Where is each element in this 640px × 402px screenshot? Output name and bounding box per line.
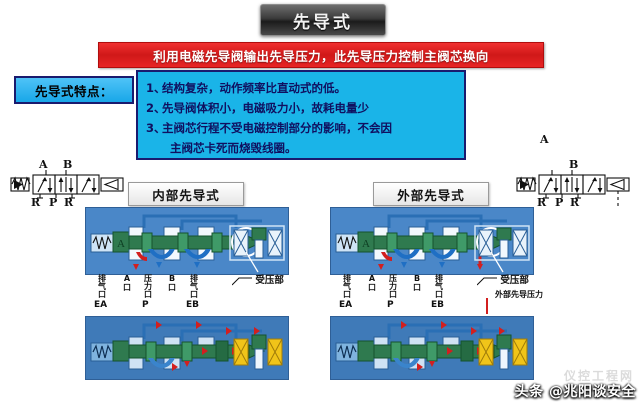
valve-symbol-left-label-a: A — [39, 158, 48, 171]
external-pilot-pressure-callout: 外部先导压力 — [495, 290, 543, 299]
page-title: 先导式 — [260, 4, 386, 36]
external-pressure-chamber-text: 受压部 — [500, 275, 529, 286]
features-list-box: 1、 结构复杂，动作频率比直动式的低。 2、 先导阀体积小，电磁吸力小，故耗电量… — [136, 70, 466, 160]
external-port-code-p: P — [387, 300, 394, 310]
external-port-label-ea: 排气口 — [342, 274, 352, 298]
features-label-box: 先导式特点： — [14, 76, 134, 104]
external-pilot-energized-panel — [330, 316, 534, 380]
internal-pilot-deenergized-panel: A — [85, 207, 289, 275]
section-heading-external: 外部先导式 — [373, 182, 489, 206]
valve-symbol-left-label-b: B — [63, 158, 73, 171]
feature-item: 2、 先导阀体积小，电磁吸力小，故耗电量少 — [146, 98, 460, 118]
internal-pressure-chamber-text: 受压部 — [255, 275, 284, 286]
section-heading-internal-text: 内部先导式 — [152, 187, 220, 203]
valve-symbol-left-label-p: P — [49, 196, 58, 209]
section-heading-internal: 内部先导式 — [128, 182, 244, 206]
external-port-code-ea: EA — [339, 300, 353, 310]
svg-text:A: A — [117, 238, 125, 250]
internal-port-label-b: B口 — [167, 274, 177, 291]
external-pilot-pressure-leader — [486, 298, 488, 314]
feature-item-text: 结构复杂，动作频率比直动式的低。 — [162, 81, 346, 95]
internal-pilot-deenergized-svg: A — [86, 208, 288, 274]
section-heading-external-text: 外部先导式 — [397, 187, 465, 203]
internal-port-label-ea: 排气口 — [97, 274, 107, 298]
valve-symbol-right-label-r1: R — [537, 196, 547, 209]
internal-port-code-p: P — [142, 300, 149, 310]
external-port-code-eb: EB — [431, 300, 445, 310]
description-banner-text: 利用电磁先导阀输出先导压力，此先导压力控制主阀芯换向 — [153, 48, 489, 64]
valve-symbol-right-svg — [516, 170, 630, 208]
external-port-label-a: A口 — [367, 274, 377, 291]
feature-item-text: 先导阀体积小，电磁吸力小，故耗电量少 — [162, 101, 369, 115]
internal-callout-leader — [231, 277, 252, 285]
feature-item: 3、 主阀芯行程不受电磁控制部分的影响，不会因 — [146, 118, 460, 138]
features-label-text: 先导式特点： — [34, 83, 113, 99]
external-port-label-p: 压力口 — [388, 274, 398, 298]
internal-port-label-a: A口 — [122, 274, 132, 291]
internal-pilot-energized-svg — [86, 317, 288, 379]
external-port-label-b: B口 — [412, 274, 422, 291]
feature-item-number: 2、 — [146, 101, 166, 115]
external-pilot-energized-svg — [331, 317, 533, 379]
valve-symbol-right-label-r2: R — [570, 196, 580, 209]
valve-symbol-right-label-b: B — [569, 158, 579, 171]
feature-item-number: 3、 — [146, 121, 166, 135]
author-credit: 头条 @兆阳谈安全 — [514, 384, 636, 400]
valve-symbol-right-label-a: A — [540, 133, 549, 146]
internal-port-code-ea: EA — [94, 300, 108, 310]
valve-symbol-left-label-r1: R — [31, 196, 41, 209]
valve-symbol-right-label-p: P — [555, 196, 564, 209]
feature-item-number: 1、 — [146, 81, 166, 95]
feature-item: 1、 结构复杂，动作频率比直动式的低。 — [146, 78, 460, 98]
valve-symbol-left: A B R P R — [6, 158, 130, 209]
svg-text:A: A — [362, 238, 370, 250]
internal-port-label-p: 压力口 — [143, 274, 153, 298]
internal-pilot-energized-panel — [85, 316, 289, 380]
external-port-label-eb: 排气口 — [434, 274, 444, 298]
description-banner: 利用电磁先导阀输出先导压力，此先导压力控制主阀芯换向 — [98, 42, 544, 68]
external-pilot-deenergized-svg: A — [331, 208, 533, 274]
valve-symbol-left-label-r2: R — [64, 196, 74, 209]
external-pressure-chamber-callout: 受压部 — [476, 272, 529, 286]
external-callout-leader — [476, 277, 497, 285]
feature-item-continuation: 主阀芯卡死而烧毁线圈。 — [170, 141, 297, 155]
internal-pressure-chamber-callout: 受压部 — [231, 272, 284, 286]
valve-symbol-left-svg — [10, 170, 124, 199]
page-title-text: 先导式 — [293, 12, 353, 33]
site-watermark: 仪控工程网 — [563, 369, 634, 383]
feature-item-text: 主阀芯行程不受电磁控制部分的影响，不会因 — [162, 121, 392, 135]
internal-port-label-eb: 排气口 — [189, 274, 199, 298]
valve-symbol-right: A B R P R — [512, 133, 638, 209]
external-pilot-deenergized-panel: A — [330, 207, 534, 275]
internal-port-code-eb: EB — [186, 300, 200, 310]
